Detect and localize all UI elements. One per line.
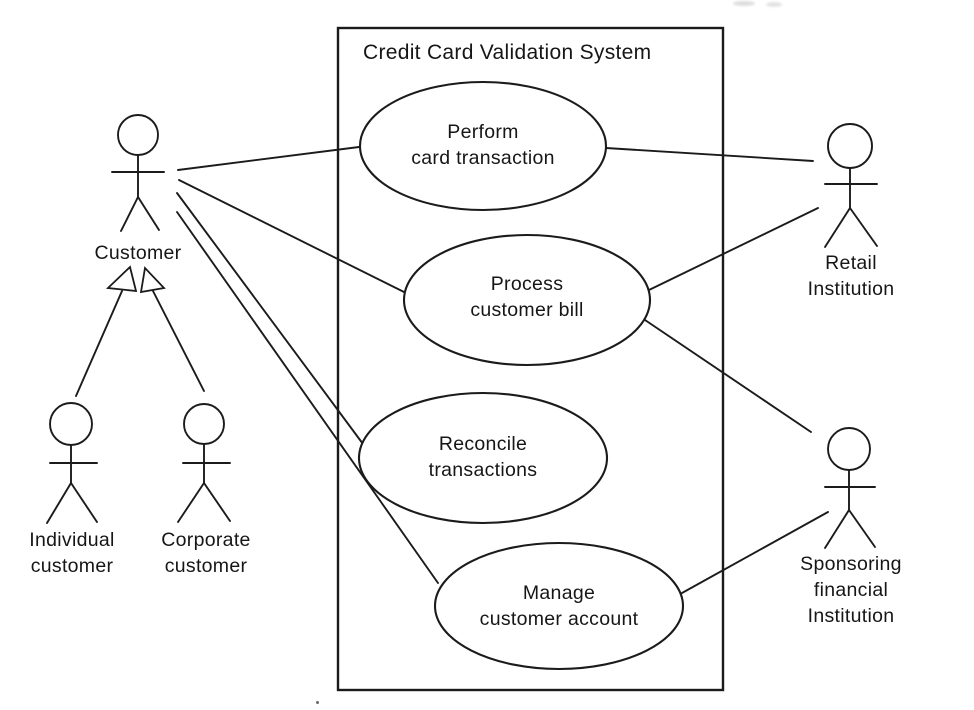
system-boundary-title: Credit Card Validation System [363, 41, 652, 64]
actor-label-line: Sponsoring [800, 553, 902, 575]
association-customer-process-customer-bill [178, 179, 405, 293]
actor-label-line: Institution [807, 605, 895, 627]
actor-customer-figure-icon [111, 114, 165, 232]
usecase-label-reconcile-transactions: Reconcile transactions [373, 431, 593, 483]
actor-label-individual-customer: Individual customer [0, 527, 182, 579]
actor-label-line: Individual [29, 529, 115, 551]
actor-label-line: Customer [94, 242, 182, 264]
actor-label-line: Retail [825, 252, 877, 274]
usecase-label-process-customer-bill: Process customer bill [417, 271, 637, 323]
actor-label-customer: Customer [28, 240, 248, 266]
usecase-label-line: Perform [447, 121, 519, 143]
association-retail-institution-perform-card-transaction [605, 147, 814, 162]
association-customer-reconcile-transactions [176, 192, 364, 445]
actor-label-line: Institution [807, 278, 895, 300]
usecase-label-line: Reconcile [438, 433, 528, 455]
actor-retail-institution-figure-icon [824, 123, 878, 248]
actor-label-retail-institution: Retail Institution [741, 250, 961, 302]
generalization-arrowhead-individual-icon [105, 265, 138, 293]
system-boundary-box [336, 26, 725, 692]
scan-artifact-smudge [766, 2, 782, 7]
usecase-label-line: Process [490, 273, 564, 295]
usecase-label-perform-card-transaction: Perform card transaction [373, 119, 593, 171]
usecase-label-line: customer account [479, 608, 639, 630]
actor-sponsoring-financial-institution-figure-icon [824, 427, 876, 549]
actor-label-line: customer [30, 555, 114, 577]
usecase-label-manage-customer-account: Manage customer account [449, 580, 669, 632]
usecase-label-line: Manage [522, 582, 596, 604]
association-sponsoring-financial-institution-manage-customer-account [681, 511, 829, 594]
scan-artifact-smudge [733, 1, 755, 6]
association-retail-institution-process-customer-bill [648, 207, 819, 291]
association-customer-manage-customer-account [176, 211, 439, 584]
actor-label-line: Corporate [161, 529, 251, 551]
generalization-line-individual-customer [75, 290, 123, 397]
generalization-line-corporate-customer [152, 290, 205, 392]
actor-individual-customer-figure-icon [46, 402, 98, 524]
actor-label-line: financial [813, 579, 889, 601]
usecase-label-line: transactions [428, 459, 538, 481]
usecase-label-line: customer bill [470, 299, 584, 321]
usecase-ellipse-reconcile-transactions [357, 391, 609, 525]
association-customer-perform-card-transaction [177, 146, 360, 171]
actor-label-corporate-customer: Corporate customer [96, 527, 316, 579]
scan-artifact-dot [316, 701, 319, 704]
association-sponsoring-financial-institution-process-customer-bill [644, 319, 812, 433]
usecase-ellipse-process-customer-bill [402, 233, 652, 367]
usecase-label-line: card transaction [411, 147, 555, 169]
actor-corporate-customer-figure-icon [177, 403, 231, 523]
actor-label-sponsoring-financial-institution: Sponsoring financial Institution [741, 551, 961, 629]
generalization-arrowhead-corporate-icon [139, 266, 166, 294]
actor-label-line: customer [164, 555, 248, 577]
usecase-ellipse-manage-customer-account [433, 541, 685, 671]
usecase-ellipse-perform-card-transaction [358, 80, 608, 212]
